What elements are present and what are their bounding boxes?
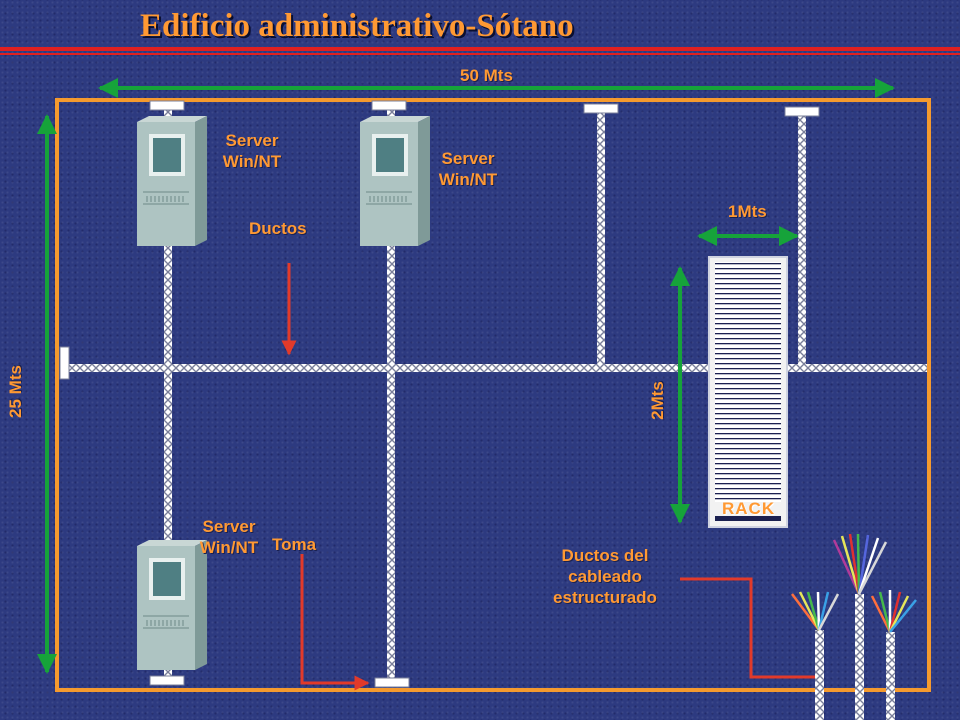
server-label: Server Win/NT bbox=[197, 130, 307, 172]
toma-label: Toma bbox=[272, 535, 317, 554]
ductos-cableado-line: Ductos del bbox=[561, 546, 649, 565]
toma-pointer bbox=[300, 554, 370, 691]
rack-label: RACK bbox=[722, 499, 776, 518]
server-label-line: Win/NT bbox=[199, 538, 259, 557]
outlet-toma bbox=[374, 677, 410, 688]
server-label-line: Server bbox=[202, 517, 256, 536]
cable-bundles bbox=[791, 533, 917, 720]
server-label: Server Win/NT bbox=[413, 148, 523, 190]
rack-width-label: 1Mts bbox=[728, 202, 767, 221]
pointer-arrows bbox=[281, 263, 815, 691]
outlet bbox=[784, 106, 820, 117]
rack bbox=[708, 256, 788, 528]
height-dimension-label: 25 Mts bbox=[5, 365, 25, 418]
duct-vertical-2 bbox=[387, 108, 395, 682]
duct-vertical-1 bbox=[164, 108, 172, 682]
ductos-cableado-line: estructurado bbox=[553, 588, 657, 607]
outlet bbox=[149, 100, 185, 111]
server-icon bbox=[136, 539, 208, 671]
main-duct-horizontal bbox=[66, 364, 927, 372]
server-label: Server Win/NT bbox=[174, 516, 284, 558]
duct-vertical-3 bbox=[597, 112, 605, 368]
outlet bbox=[583, 103, 619, 114]
dimension-arrows bbox=[37, 78, 895, 674]
server-label-line: Win/NT bbox=[222, 152, 282, 171]
ductos-label: Ductos bbox=[249, 219, 307, 238]
ductos-cableado-label: Ductos del cableado estructurado bbox=[535, 545, 675, 608]
outlet bbox=[371, 100, 407, 111]
title-rule bbox=[0, 47, 960, 55]
wall-outlets bbox=[59, 100, 820, 688]
building-outline bbox=[55, 98, 931, 692]
rack-height-label: 2Mts bbox=[647, 381, 667, 420]
server-label-line: Server bbox=[225, 131, 279, 150]
outlet bbox=[149, 675, 185, 686]
duct-vertical-4 bbox=[798, 114, 806, 368]
page-title: Edificio administrativo-Sótano bbox=[140, 8, 574, 44]
ductos-cableado-line: cableado bbox=[568, 567, 642, 586]
server-label-line: Win/NT bbox=[438, 170, 498, 189]
server-label-line: Server bbox=[441, 149, 495, 168]
cableado-pointer bbox=[680, 577, 815, 679]
outlet bbox=[59, 346, 70, 380]
cable-ducts bbox=[66, 108, 927, 682]
width-dimension-label: 50 Mts bbox=[460, 66, 513, 85]
